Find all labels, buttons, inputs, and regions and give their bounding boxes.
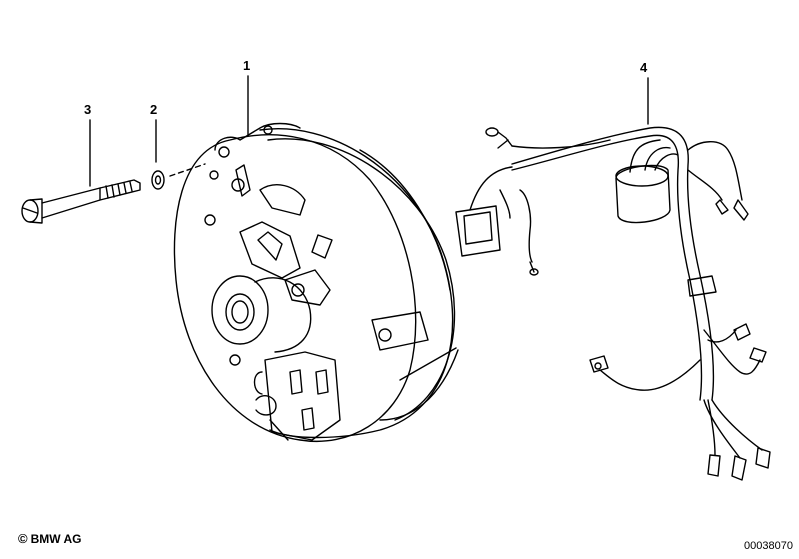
callout-4: 4 xyxy=(640,60,648,75)
leader-lines xyxy=(89,75,649,187)
alternator-part-1 xyxy=(173,122,459,442)
alignment-dash xyxy=(169,163,206,177)
copyright-notice: ©BMW AG xyxy=(18,531,81,546)
callout-1: 1 xyxy=(243,58,251,73)
callout-3: 3 xyxy=(84,102,92,117)
copyright-text: BMW AG xyxy=(30,532,82,546)
wiring-harness-part-4 xyxy=(455,126,771,481)
bolt-part-3 xyxy=(21,179,141,224)
callout-2: 2 xyxy=(150,102,158,117)
document-number: 00038070 xyxy=(744,540,793,552)
copyright-symbol: © xyxy=(18,531,28,546)
washer-part-2 xyxy=(151,170,165,190)
